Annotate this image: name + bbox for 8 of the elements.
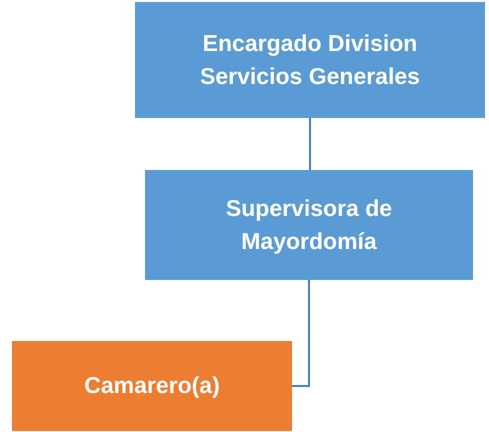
org-box <box>145 170 473 280</box>
box-title: Supervisora de Mayordomía <box>224 194 394 256</box>
connector-line <box>292 280 310 387</box>
connector-line <box>309 118 311 170</box>
box-title: Encargado Division Servicios Generales <box>199 28 421 91</box>
org-box <box>135 2 485 118</box>
box-title: Camarero(a) <box>84 371 220 400</box>
org-box <box>12 341 292 431</box>
